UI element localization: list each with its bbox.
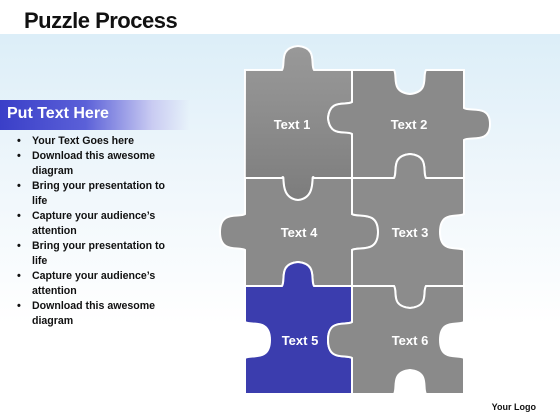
list-item: Download this awesome diagram [14,299,179,329]
piece-label-1: Text 1 [274,117,311,132]
piece-label-3: Text 3 [392,225,429,240]
piece-label-4: Text 4 [281,225,318,240]
page-title: Puzzle Process [24,8,178,33]
logo-text: Your Logo [491,402,536,412]
piece-label-2: Text 2 [391,117,428,132]
section-banner: Put Text Here [0,100,190,130]
list-item: Capture your audience’s attention [14,209,179,239]
piece-label-6: Text 6 [392,333,429,348]
list-item: Bring your presentation to life [14,179,179,209]
list-item: Bring your presentation to life [14,239,179,269]
piece-label-5: Text 5 [282,333,319,348]
bullet-list: Your Text Goes here Download this awesom… [14,134,179,329]
list-item: Download this awesome diagram [14,149,179,179]
piece-shape [326,285,465,395]
puzzle-piece-5: Text 5 [244,260,353,395]
banner-label: Put Text Here [7,105,109,122]
list-item: Your Text Goes here [14,134,179,149]
puzzle-piece-4: Text 4 [218,176,380,287]
list-item: Capture your audience’s attention [14,269,179,299]
puzzle-piece-6: Text 6 [326,285,465,395]
puzzle-piece-3: Text 3 [351,152,465,310]
puzzle-piece-1: Text 1 [244,44,353,202]
